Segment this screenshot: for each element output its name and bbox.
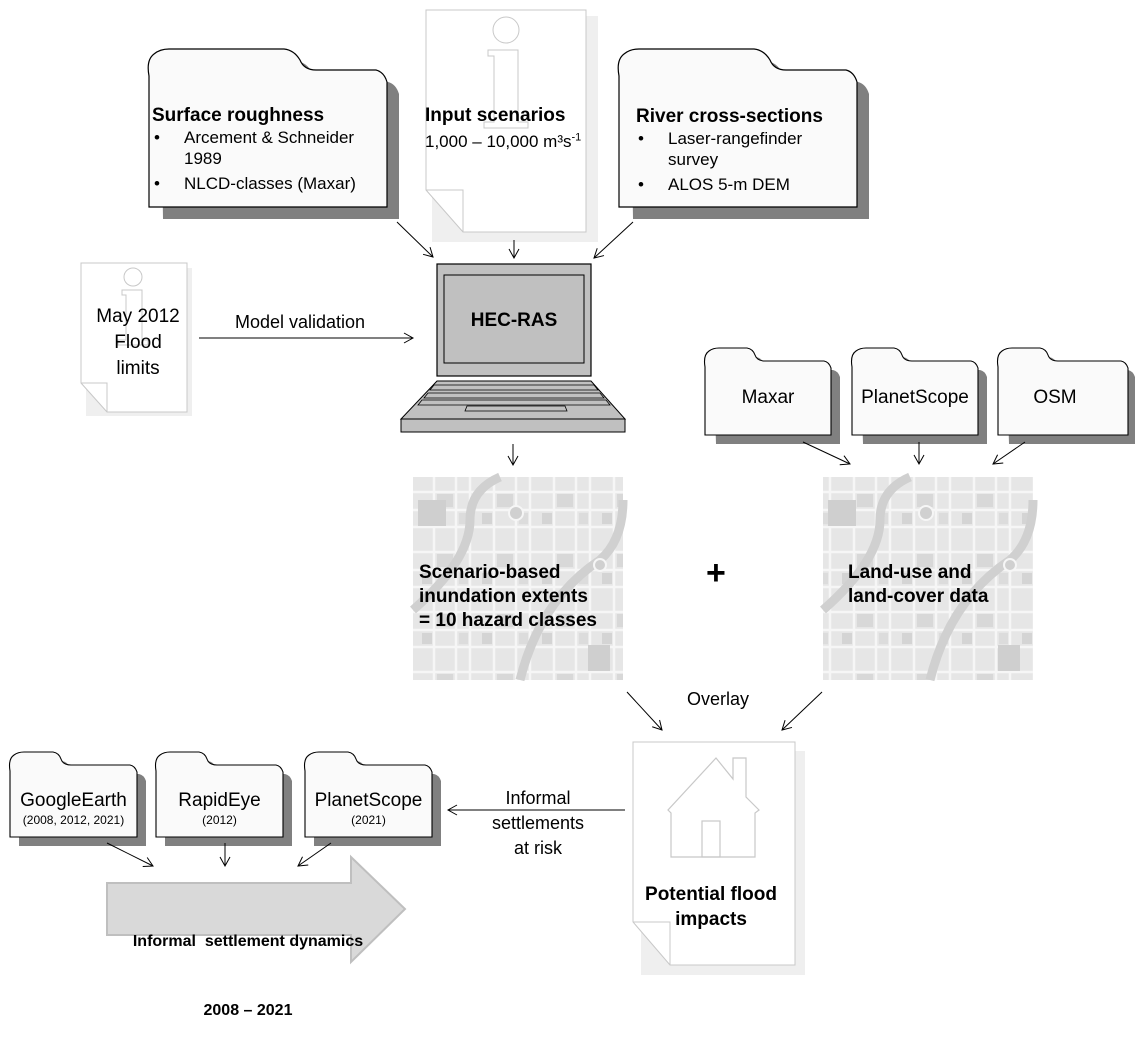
source-name: PlanetScope xyxy=(314,790,423,811)
at-risk-line: at risk xyxy=(513,838,562,858)
at-risk-label: Informal settlements at risk xyxy=(478,786,598,861)
flood-limits-line: May 2012 xyxy=(96,306,180,327)
bullet-text: Laser-rangefinder survey xyxy=(668,129,803,169)
folder-osm-icon xyxy=(996,347,1135,444)
inundation-line: Scenario-based xyxy=(419,562,561,583)
range-exponent: -1 xyxy=(571,131,582,143)
inundation-line: = 10 hazard classes xyxy=(419,610,597,631)
land-use-line: Land-use and xyxy=(848,562,972,583)
bullet-item: •NLCD-classes (Maxar) xyxy=(154,174,356,193)
bullet-item: •ALOS 5-m DEM xyxy=(638,175,790,194)
arrow-osm-to-lulc xyxy=(992,441,1026,465)
folder-rapideye-icon xyxy=(154,751,292,846)
node-flood-limits: May 2012 Flood limits xyxy=(82,304,194,382)
node-surface-roughness: Surface roughness •Arcement & Schneider … xyxy=(152,104,388,194)
flood-impacts-line: impacts xyxy=(675,909,747,930)
source-maxar: Maxar xyxy=(741,387,795,408)
folder-surface-roughness-icon xyxy=(147,48,399,219)
flood-impacts-line: Potential flood xyxy=(645,884,777,905)
arrow-googleearth-to-dynamics xyxy=(106,842,154,867)
source-years: (2012) xyxy=(202,813,237,827)
arrow-roughness-to-hecras xyxy=(396,221,434,258)
surface-roughness-title: Surface roughness xyxy=(152,105,325,126)
river-cross-sections-title: River cross-sections xyxy=(636,106,823,127)
settlement-dynamics-label: Informal settlement dynamics 2008 – 2021 xyxy=(108,884,388,1045)
document-input-scenarios-icon xyxy=(425,9,598,242)
source-planetscope: PlanetScope xyxy=(861,387,969,408)
source-name: GoogleEarth xyxy=(20,790,127,811)
bullet-text: NLCD-classes (Maxar) xyxy=(184,174,356,193)
document-flood-limits-icon xyxy=(80,262,192,416)
folder-river-cross-sections-icon xyxy=(617,48,869,219)
bullet-text: Arcement & Schneider 1989 xyxy=(184,128,355,168)
arrow-crosssections-to-hecras xyxy=(593,221,634,259)
arrow-right-icon xyxy=(106,854,407,965)
arrow-planetscope-to-dynamics xyxy=(297,842,332,867)
folder-googleearth-icon xyxy=(8,751,146,846)
inundation-label: Scenario-based inundation extents = 10 h… xyxy=(419,561,629,633)
model-validation-label: Model validation xyxy=(234,312,366,332)
source-planetscope-2021: PlanetScope (2021) xyxy=(305,789,432,828)
laptop-icon xyxy=(399,263,627,433)
bullet-text: ALOS 5-m DEM xyxy=(668,175,790,194)
arrow-inundation-to-overlay xyxy=(626,691,663,731)
source-years: (2008, 2012, 2021) xyxy=(22,813,125,827)
plus-icon: + xyxy=(706,554,726,592)
bullet-item: •Laser-rangefinder survey xyxy=(636,128,856,170)
at-risk-line: Informal xyxy=(505,788,571,808)
bullet-item: •Arcement & Schneider 1989 xyxy=(152,127,388,169)
folder-planetscope-icon xyxy=(850,347,987,444)
source-rapideye: RapidEye (2012) xyxy=(156,789,283,828)
land-use-label: Land-use and land-cover data xyxy=(848,561,1028,609)
dynamics-line: Informal settlement dynamics xyxy=(132,933,364,950)
hec-ras-label: HEC-RAS xyxy=(470,310,558,331)
source-osm: OSM xyxy=(1033,387,1077,408)
folder-maxar-icon xyxy=(703,347,840,444)
diagram-canvas xyxy=(8,9,1135,975)
source-googleearth: GoogleEarth (2008, 2012, 2021) xyxy=(10,789,137,828)
flood-limits-line: Flood xyxy=(114,332,162,353)
inundation-line: inundation extents xyxy=(419,586,588,607)
source-name: RapidEye xyxy=(178,790,261,811)
overlay-label: Overlay xyxy=(686,689,749,709)
arrow-maxar-to-lulc xyxy=(802,441,851,466)
input-scenarios-title: Input scenarios xyxy=(425,105,566,126)
range-text: 1,000 – 10,000 m³s xyxy=(425,131,572,151)
at-risk-line: settlements xyxy=(491,813,585,833)
map-inundation-icon xyxy=(410,472,628,682)
node-input-scenarios: Input scenarios 1,000 – 10,000 m³s-1 xyxy=(425,104,625,152)
node-river-cross-sections: River cross-sections •Laser-rangefinder … xyxy=(636,105,856,195)
map-lulc-icon xyxy=(820,472,1038,682)
dynamics-line: 2008 – 2021 xyxy=(203,1002,293,1019)
folder-planetscope-2021-icon xyxy=(303,751,441,846)
input-scenarios-range: 1,000 – 10,000 m³s-1 xyxy=(425,131,582,151)
arrow-lulc-to-overlay xyxy=(781,691,823,731)
flood-limits-line: limits xyxy=(116,358,160,379)
flood-impacts-label: Potential flood impacts xyxy=(630,882,792,932)
source-years: (2021) xyxy=(351,813,386,827)
land-use-line: land-cover data xyxy=(848,586,989,607)
document-flood-impacts-icon xyxy=(632,741,805,975)
